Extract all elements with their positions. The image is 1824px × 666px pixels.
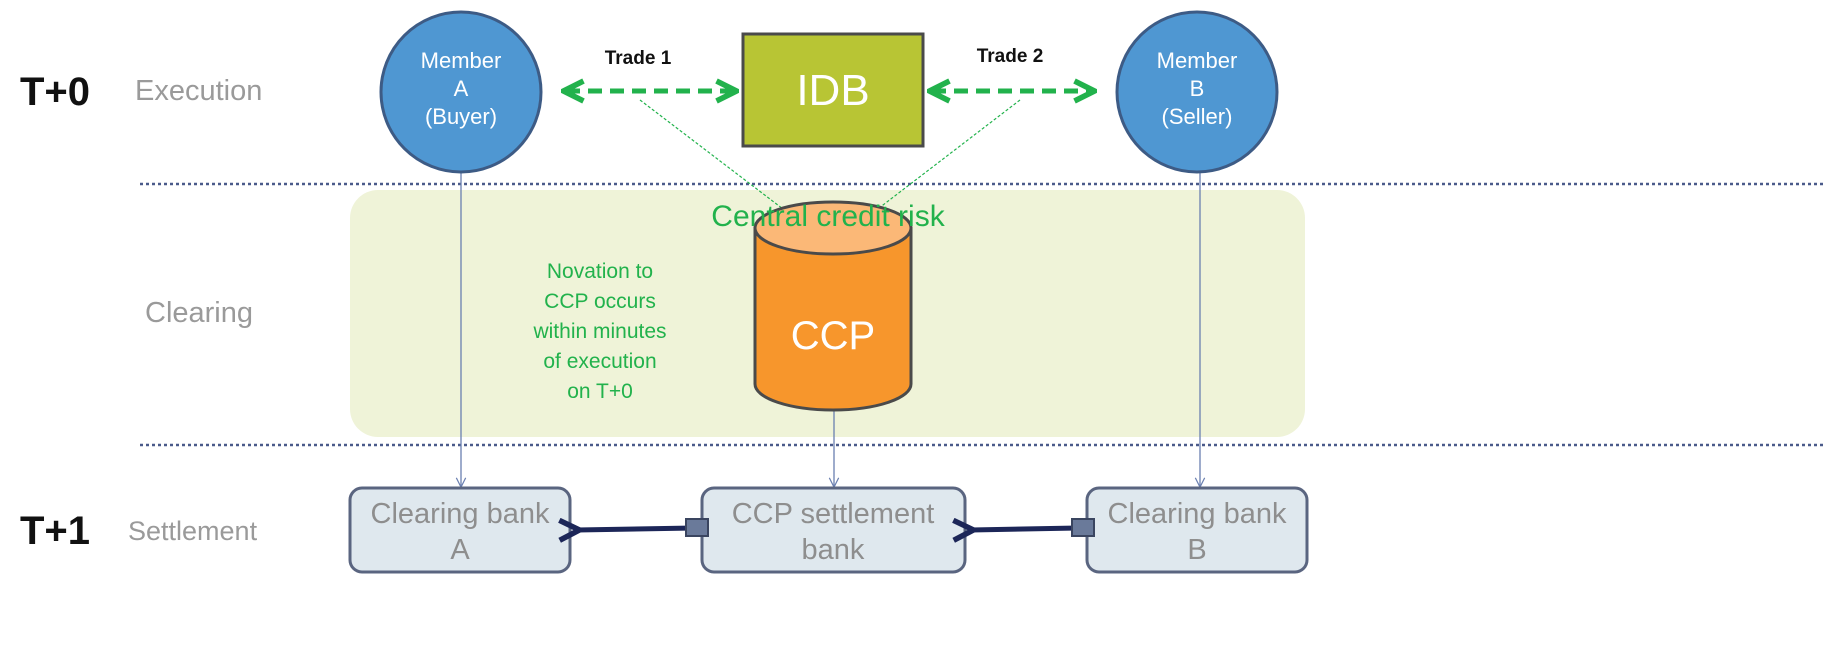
clearing-bank-a-line2: A (450, 534, 470, 566)
ccp-settlement-bank-line2: bank (802, 534, 865, 566)
stage-execution: Execution (135, 75, 262, 107)
member-a-line2: A (454, 76, 469, 101)
ccp-settlement-bank-line1: CCP settlement (732, 498, 935, 530)
clearing-bank-b: Clearing bank B (1085, 486, 1309, 574)
clearing-bank-a-line1: Clearing bank (371, 498, 550, 530)
member-b-line3: (Seller) (1162, 104, 1233, 129)
member-a-line3: (Buyer) (425, 104, 497, 129)
novation-line3: within minutes (532, 320, 666, 343)
novation-line2: CCP occurs (544, 290, 656, 313)
settlement-connector-ccp (685, 518, 709, 537)
idb-label: IDB (796, 66, 869, 115)
trade2-label: Trade 2 (977, 46, 1044, 67)
clearing-bank-b-line2: B (1187, 534, 1206, 566)
novation-note: Novation to CCP occurs within minutes of… (532, 260, 666, 403)
clearing-bank-a: Clearing bank A (348, 486, 572, 574)
stage-clearing: Clearing (145, 297, 253, 329)
t0-label: T+0 (20, 70, 90, 114)
settlement-arrow-to-ccp-bank (971, 528, 1079, 530)
ccp-settlement-bank: CCP settlement bank (700, 486, 967, 574)
t1-label: T+1 (20, 509, 90, 553)
trade1-to-ccp-arrow (639, 99, 808, 228)
central-credit-risk-label: Central credit risk (711, 200, 945, 233)
member-b-line2: B (1190, 76, 1205, 101)
settlement-connector-bank-b (1071, 518, 1095, 537)
member-a-node: Member A (Buyer) (379, 10, 543, 174)
trade1-label: Trade 1 (605, 48, 672, 69)
novation-line1: Novation to (547, 260, 653, 283)
ccp-label: CCP (791, 314, 875, 358)
clearing-bank-b-line1: Clearing bank (1108, 498, 1287, 530)
member-b-line1: Member (1157, 48, 1238, 73)
novation-line5: on T+0 (567, 380, 633, 403)
settlement-arrow-to-bank-a (577, 528, 695, 530)
ccp-cylinder: CCP (753, 200, 913, 412)
member-a-line1: Member (421, 48, 502, 73)
idb-node: IDB (741, 32, 925, 148)
stage-settlement: Settlement (128, 516, 258, 546)
novation-line4: of execution (543, 350, 656, 373)
member-b-node: Member B (Seller) (1115, 10, 1279, 174)
